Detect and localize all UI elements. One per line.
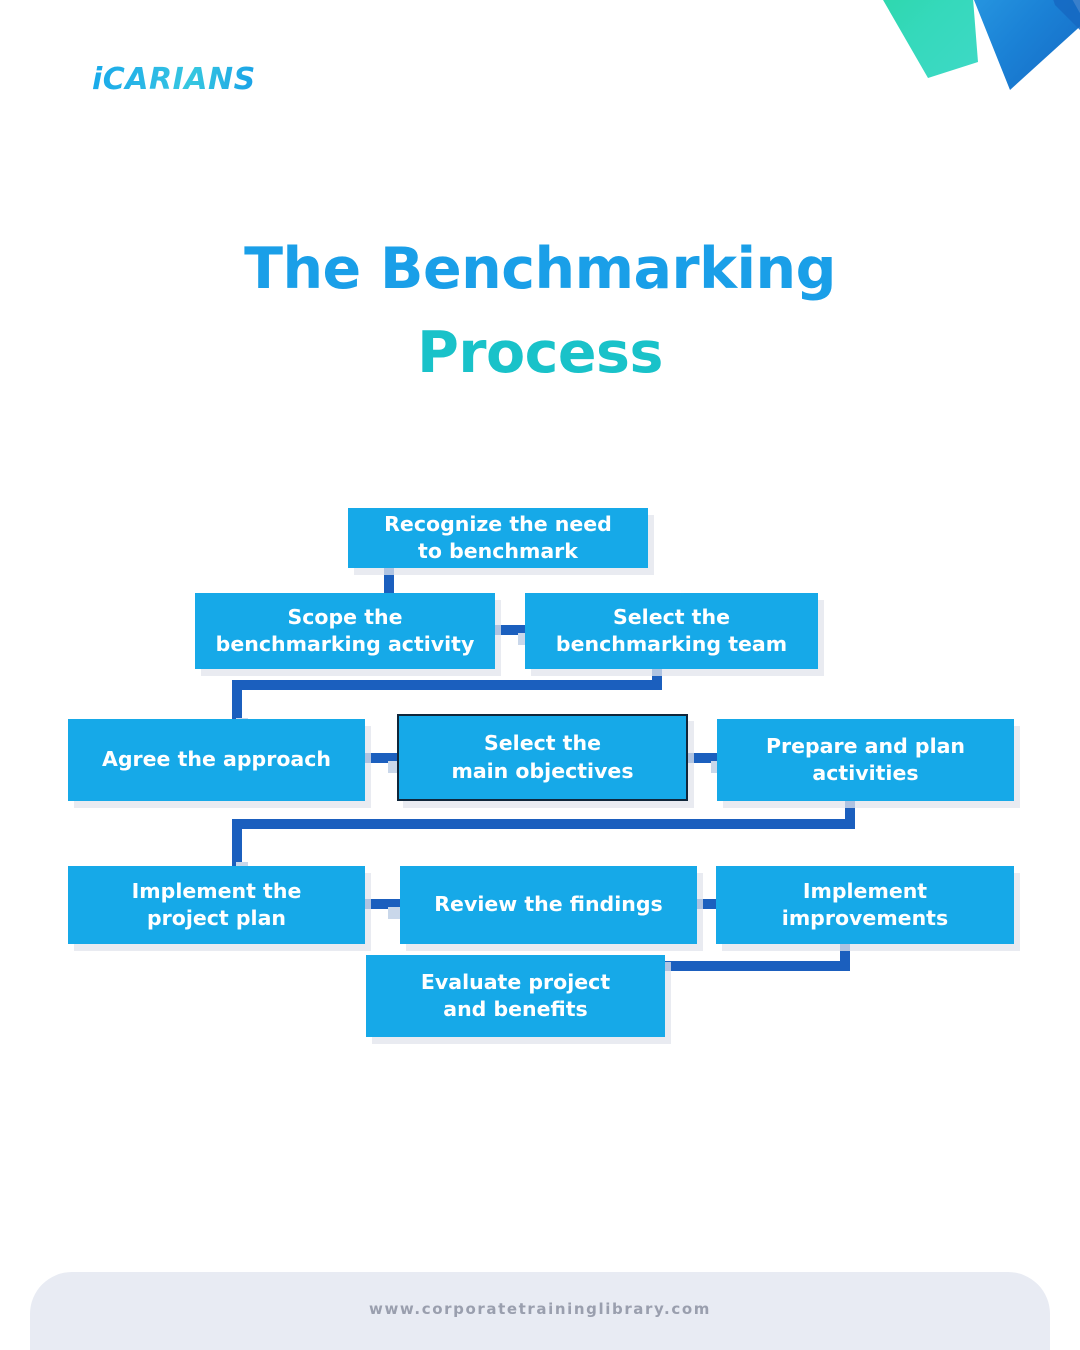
- connector-improvements-left: [663, 961, 850, 971]
- connector-down-to-agree: [232, 680, 242, 722]
- connector-scope-to-select-team: [493, 625, 531, 635]
- flow-node-review-findings[interactable]: Review the findings: [400, 866, 697, 944]
- connector-review-to-improvements: [695, 899, 733, 909]
- connector-down-to-implement: [232, 819, 242, 867]
- brand-logo: iCARIANS: [92, 62, 256, 97]
- page-title-line1: The Benchmarking: [244, 236, 836, 302]
- connector-recognize-to-scope: [384, 566, 394, 598]
- page-title: The Benchmarking Process: [0, 228, 1080, 396]
- connector-implement-to-review: [363, 899, 401, 909]
- connector-objectives-to-prepare: [686, 753, 724, 763]
- footer-band: www.corporatetraininglibrary.com: [30, 1272, 1050, 1350]
- flow-node-implement-project-plan[interactable]: Implement the project plan: [68, 866, 365, 944]
- flow-node-scope-activity[interactable]: Scope the benchmarking activity: [195, 593, 495, 669]
- connector-team-left: [232, 680, 662, 690]
- connector-improvements-down: [840, 941, 850, 971]
- connector-prepare-left: [232, 819, 855, 829]
- flow-node-recognize-need[interactable]: Recognize the need to benchmark: [348, 508, 648, 568]
- flow-node-prepare-plan[interactable]: Prepare and plan activities: [717, 719, 1014, 801]
- flow-node-agree-approach[interactable]: Agree the approach: [68, 719, 365, 801]
- footer-website: www.corporatetraininglibrary.com: [369, 1300, 711, 1318]
- connector-team-down: [652, 664, 662, 686]
- page-title-line2: Process: [417, 319, 663, 386]
- flow-node-select-main-objectives[interactable]: Select the main objectives: [397, 714, 688, 801]
- flow-node-implement-improvements[interactable]: Implement improvements: [716, 866, 1014, 944]
- connector-prepare-down: [845, 795, 855, 825]
- flow-node-select-team[interactable]: Select the benchmarking team: [525, 593, 818, 669]
- connector-agree-to-objectives: [363, 753, 401, 763]
- connector-node-implement-review: [388, 907, 400, 919]
- flow-node-evaluate-project[interactable]: Evaluate project and benefits: [366, 955, 665, 1037]
